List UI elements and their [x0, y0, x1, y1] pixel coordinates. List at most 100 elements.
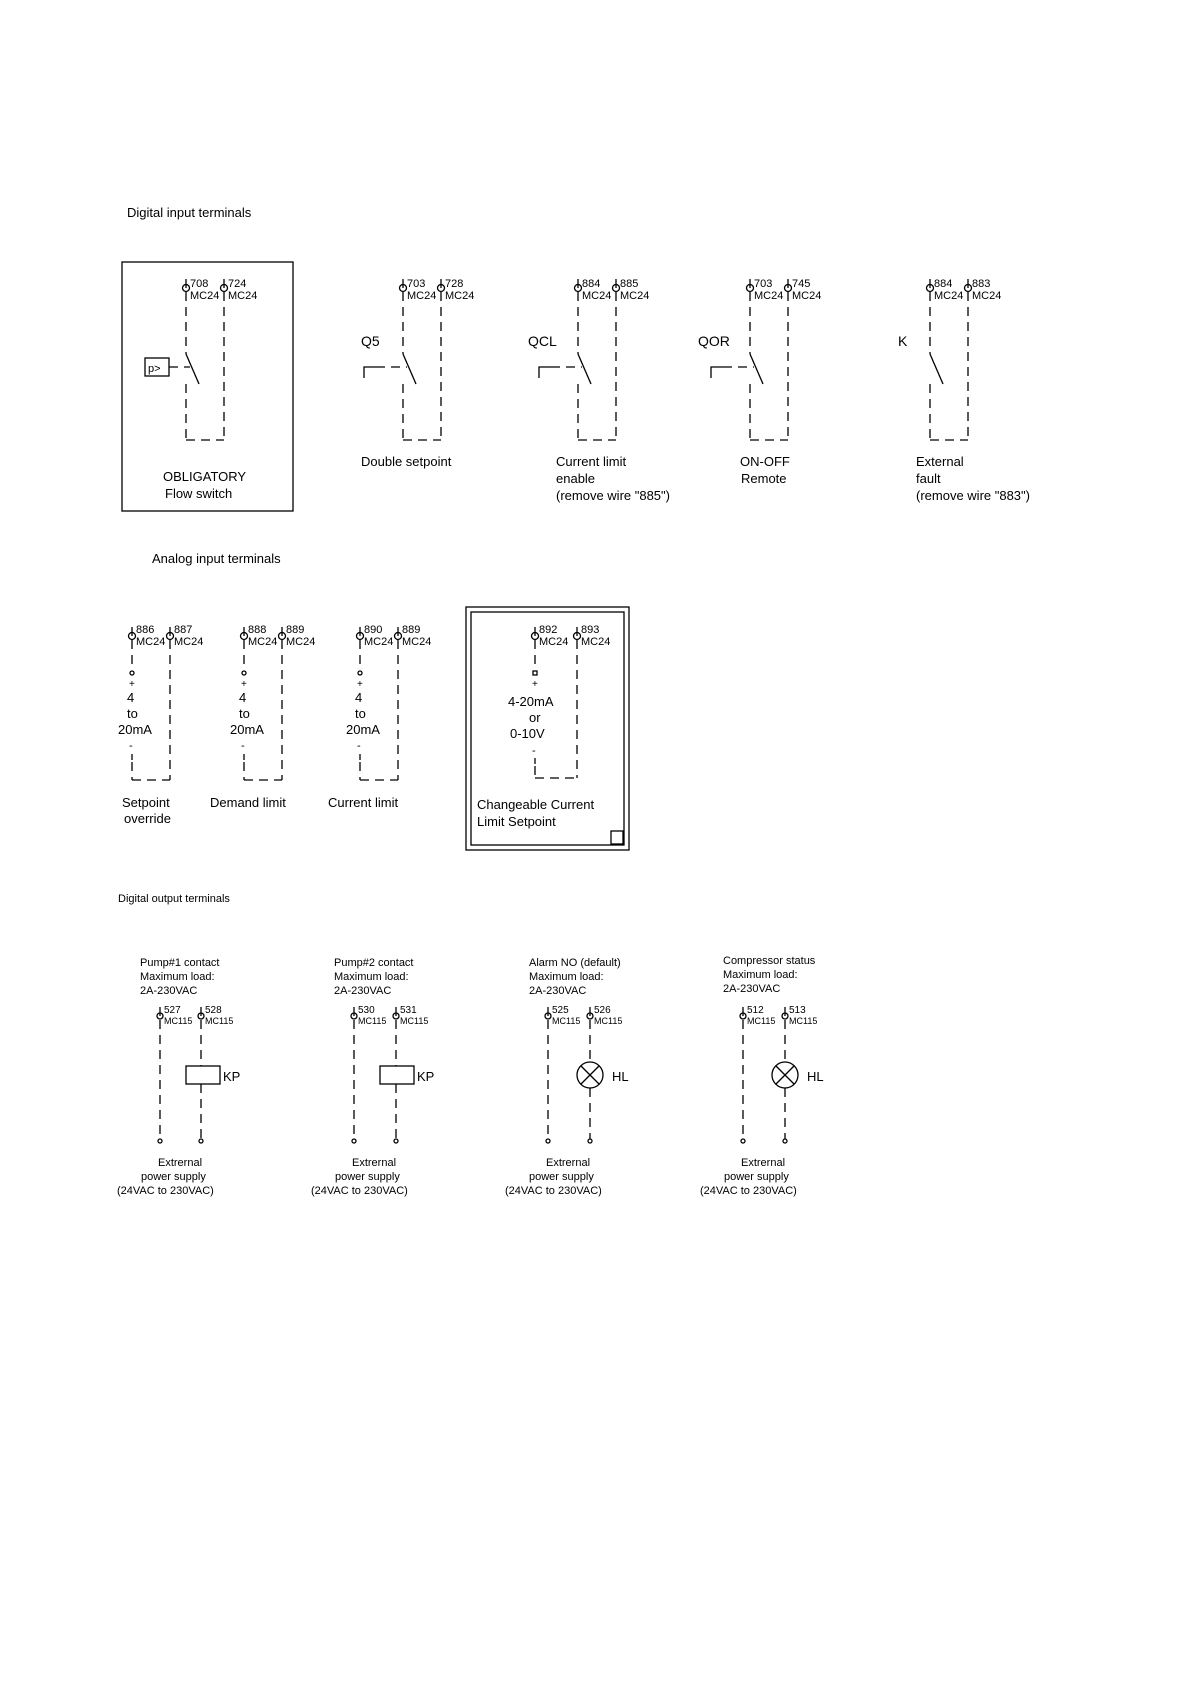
supply-line: Extrernal — [352, 1157, 396, 1169]
board-label: MC24 — [582, 290, 611, 302]
terminal-number: 887 — [174, 624, 192, 636]
board-label: MC115 — [789, 1016, 817, 1026]
supply-line: Extrernal — [741, 1157, 785, 1169]
device-label: HL — [612, 1069, 629, 1084]
terminal-number: 527 — [164, 1005, 181, 1016]
terminal-number: 892 — [539, 624, 557, 636]
board-label: MC24 — [620, 290, 649, 302]
supply-line: (24VAC to 230VAC) — [117, 1185, 214, 1197]
board-label: MC115 — [164, 1016, 192, 1026]
caption-line: enable — [556, 471, 595, 486]
supply-line: power supply — [724, 1171, 789, 1183]
board-label: MC115 — [747, 1016, 775, 1026]
digital-input-title: Digital input terminals — [127, 205, 252, 220]
caption-line: Flow switch — [165, 486, 232, 501]
terminal-number: 888 — [248, 624, 266, 636]
signal-line: 4 — [355, 690, 362, 705]
caption-line: override — [124, 811, 171, 826]
caption-line: Setpoint — [122, 795, 170, 810]
plus-sign: + — [241, 679, 247, 690]
caption-line: Changeable Current — [477, 797, 594, 812]
header-line: 2A-230VAC — [334, 985, 391, 997]
terminal-number: 886 — [136, 624, 154, 636]
option-frame-inner — [470, 611, 625, 846]
caption-line: External — [916, 454, 964, 469]
frame-corner-box — [610, 830, 624, 845]
board-label: MC24 — [754, 290, 783, 302]
terminal-number: 890 — [364, 624, 382, 636]
signal-line: or — [529, 710, 541, 725]
analog-input-title: Analog input terminals — [152, 551, 281, 566]
terminal-number: 512 — [747, 1005, 764, 1016]
obligatory-frame — [121, 261, 294, 512]
minus-sign: - — [241, 740, 245, 752]
caption-line: (remove wire "885") — [556, 488, 670, 503]
di-on-off-remote: 703 745 MC24 MC24 QOR ON-OFF Remote — [698, 278, 821, 486]
signal-line: to — [239, 706, 250, 721]
board-label: MC115 — [205, 1016, 233, 1026]
header-line: Maximum load: — [723, 969, 798, 981]
terminal-number: 884 — [934, 278, 952, 290]
device-label: KP — [223, 1069, 240, 1084]
board-label: MC24 — [136, 636, 165, 648]
do-pump2-contact: Pump#2 contact Maximum load: 2A-230VAC 5… — [311, 957, 434, 1197]
header-line: Maximum load: — [334, 971, 409, 983]
terminal-number: 889 — [286, 624, 304, 636]
board-label: MC24 — [228, 290, 257, 302]
plus-sign: + — [357, 679, 363, 690]
header-line: 2A-230VAC — [529, 985, 586, 997]
di-current-limit-enable: 884 885 MC24 MC24 QCL Current limit enab… — [528, 278, 670, 503]
board-label: MC115 — [358, 1016, 386, 1026]
board-label: MC115 — [400, 1016, 428, 1026]
board-label: MC24 — [174, 636, 203, 648]
relay-coil-symbol — [185, 1065, 221, 1085]
caption-line: Demand limit — [210, 795, 286, 810]
terminal-number: 526 — [594, 1005, 611, 1016]
terminal-number: 884 — [582, 278, 600, 290]
terminal-number: 883 — [972, 278, 990, 290]
di-flow-switch: 708 724 MC24 MC24 p> OBLIGATORY Flow swi… — [121, 261, 294, 512]
board-label: MC115 — [594, 1016, 622, 1026]
caption-line: fault — [916, 471, 941, 486]
option-frame-outer — [465, 606, 630, 851]
header-line: Maximum load: — [529, 971, 604, 983]
caption-line: Current limit — [556, 454, 626, 469]
board-label: MC24 — [934, 290, 963, 302]
ai-current-limit: 890 889 MC24 MC24 + 4 to 20mA - Current … — [328, 624, 431, 810]
board-label: MC24 — [407, 290, 436, 302]
plus-sign: + — [129, 679, 135, 690]
supply-line: power supply — [335, 1171, 400, 1183]
minus-sign: - — [532, 745, 536, 757]
signal-line: 0-10V — [510, 726, 545, 741]
do-alarm-no: Alarm NO (default) Maximum load: 2A-230V… — [505, 957, 629, 1197]
supply-line: power supply — [141, 1171, 206, 1183]
board-label: MC24 — [248, 636, 277, 648]
signal-line: 4 — [127, 690, 134, 705]
board-label: MC24 — [792, 290, 821, 302]
board-label: MC24 — [445, 290, 474, 302]
do-pump1-contact: Pump#1 contact Maximum load: 2A-230VAC 5… — [117, 957, 240, 1197]
terminal-number: 525 — [552, 1005, 569, 1016]
supply-line: (24VAC to 230VAC) — [311, 1185, 408, 1197]
supply-line: Extrernal — [158, 1157, 202, 1169]
signal-line: 20mA — [346, 722, 380, 737]
device-label: HL — [807, 1069, 824, 1084]
switch-label: QOR — [698, 333, 730, 349]
lamp-symbol — [576, 1061, 604, 1089]
signal-line: 20mA — [118, 722, 152, 737]
signal-line: to — [355, 706, 366, 721]
terminal-number: 893 — [581, 624, 599, 636]
lamp-symbol — [771, 1061, 799, 1089]
terminal-number: 528 — [205, 1005, 222, 1016]
header-line: Maximum load: — [140, 971, 215, 983]
terminal-number: 708 — [190, 278, 208, 290]
header-line: 2A-230VAC — [140, 985, 197, 997]
terminal-number: 703 — [754, 278, 772, 290]
board-label: MC24 — [286, 636, 315, 648]
supply-line: (24VAC to 230VAC) — [505, 1185, 602, 1197]
board-label: MC24 — [581, 636, 610, 648]
header-line: 2A-230VAC — [723, 983, 780, 995]
signal-line: to — [127, 706, 138, 721]
board-label: MC24 — [539, 636, 568, 648]
